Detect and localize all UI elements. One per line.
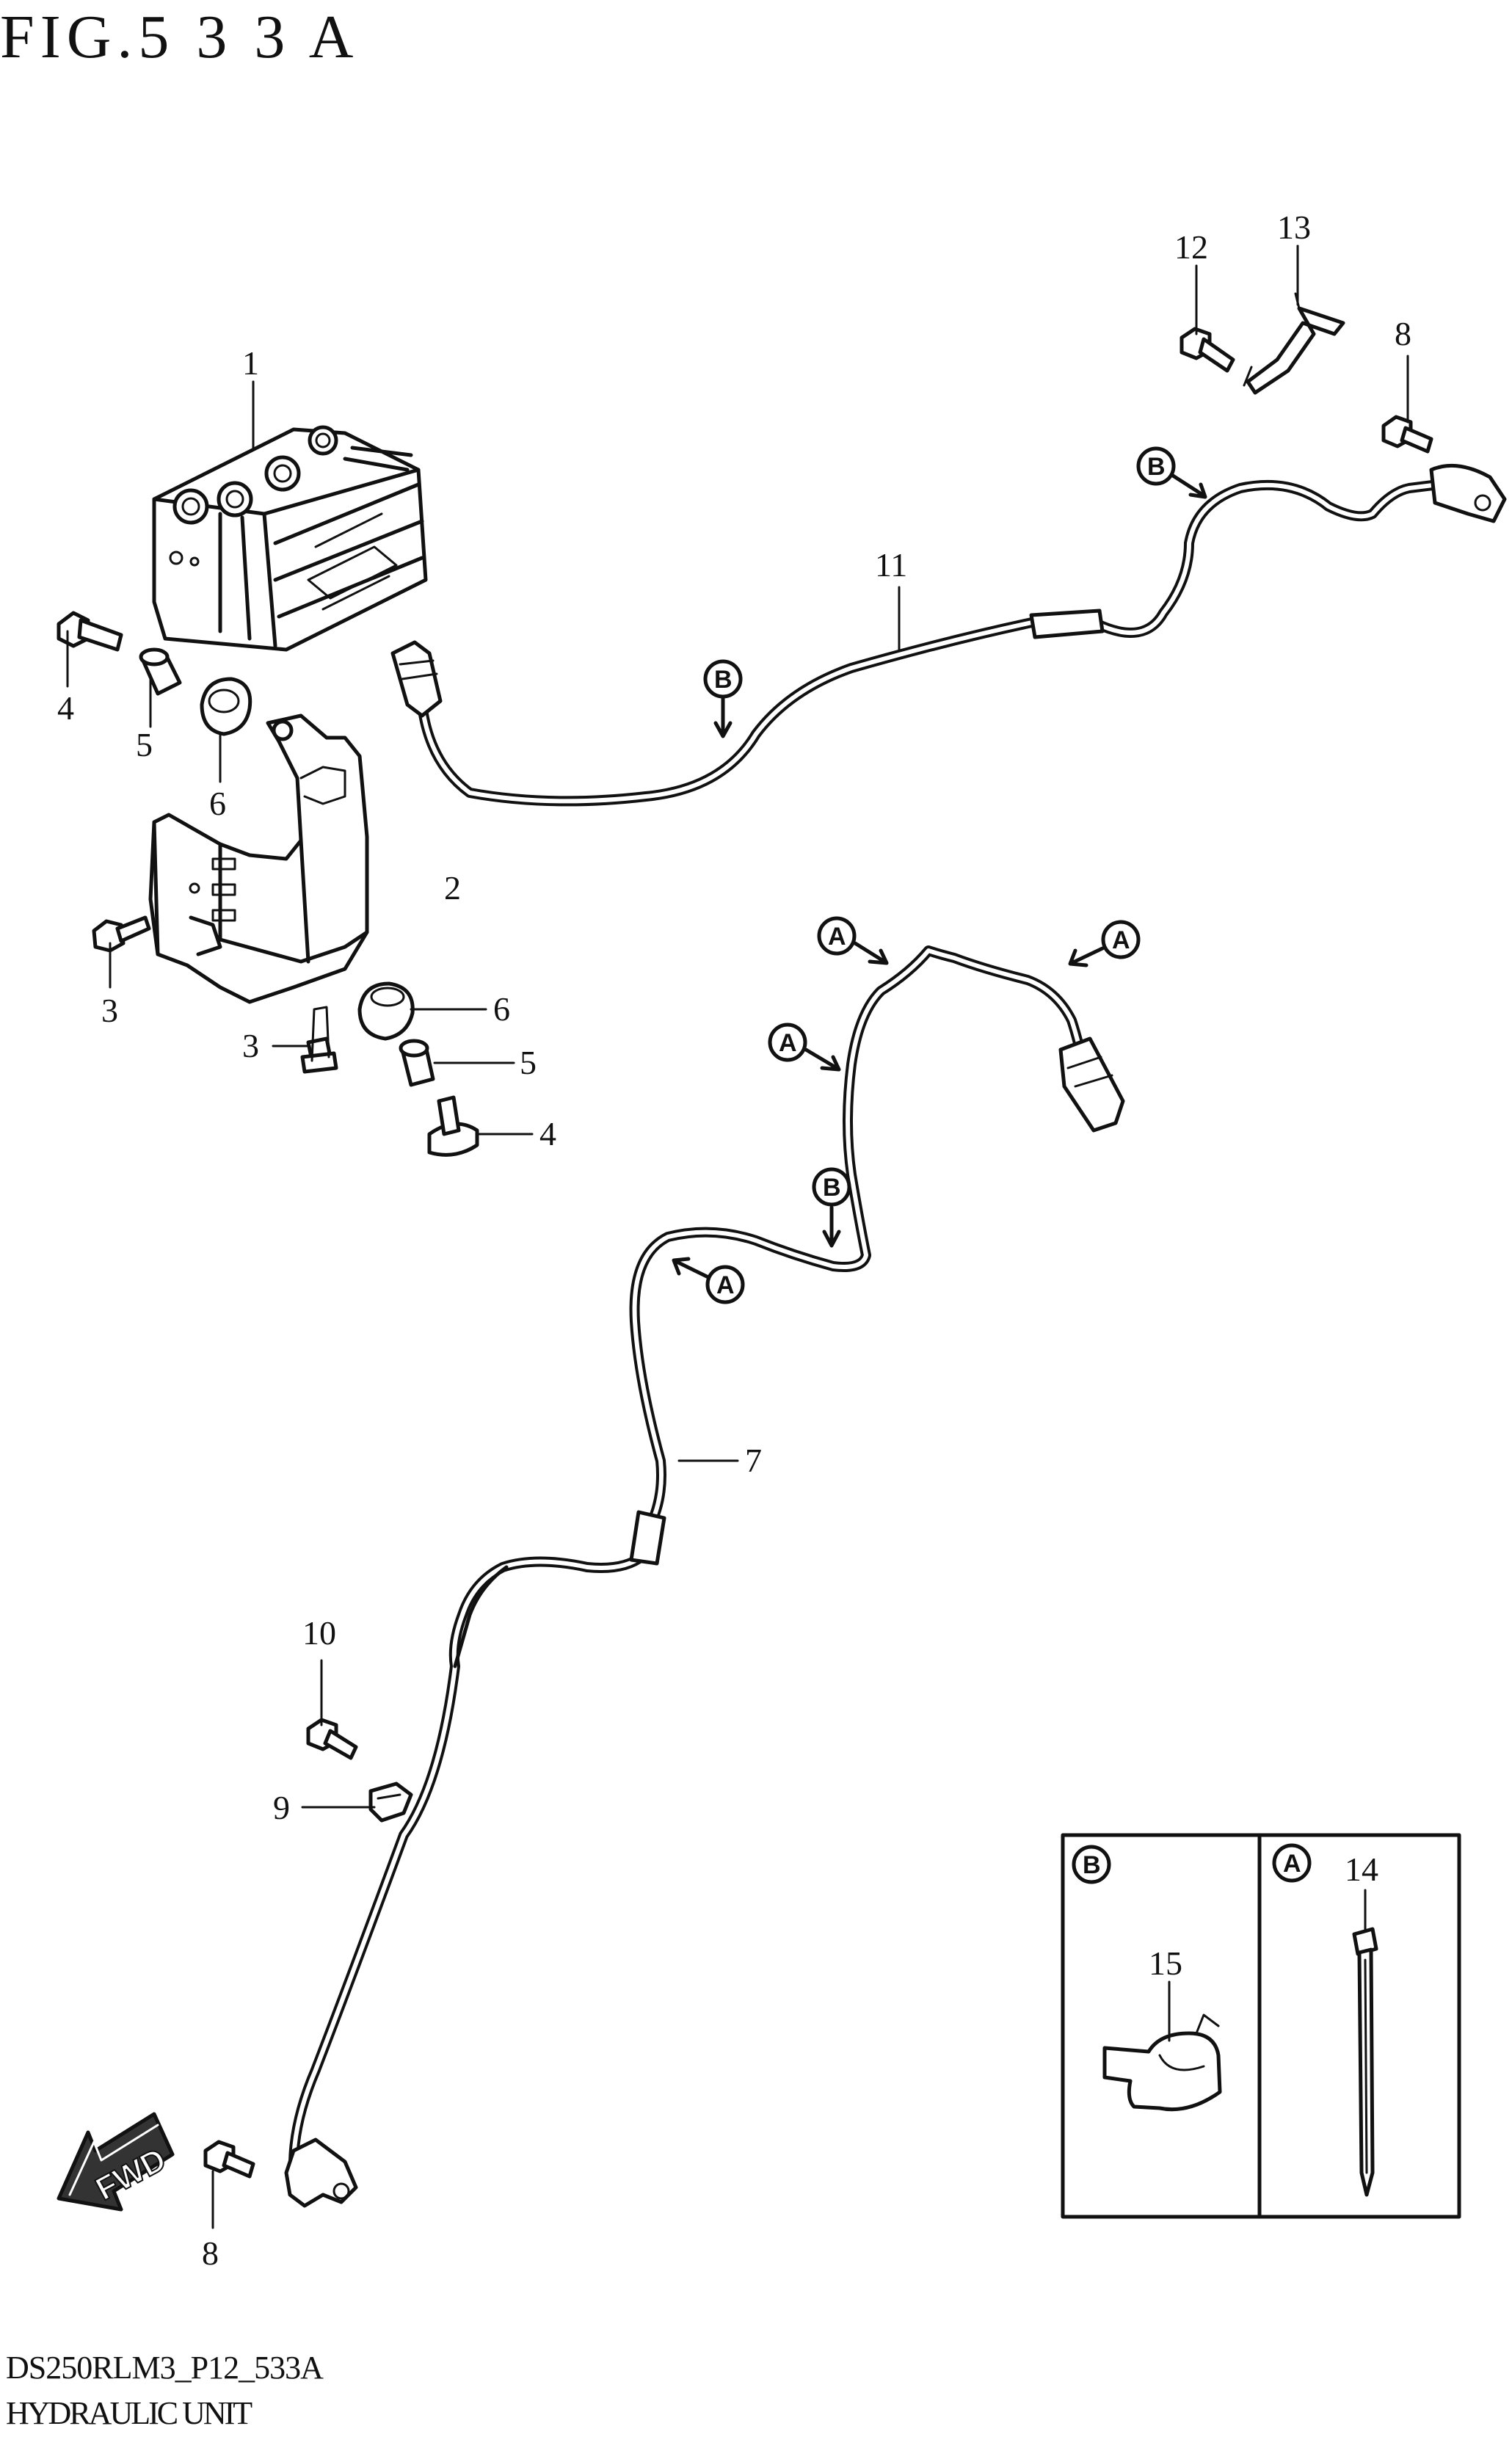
svg-text:A: A (828, 923, 846, 951)
cable-tie-14[interactable] (1352, 1927, 1378, 2197)
bolt-12[interactable] (1180, 327, 1235, 373)
callout-4: 4 (539, 1115, 556, 1152)
svg-text:B: B (1147, 453, 1166, 481)
ref-b-marker: B (703, 659, 743, 738)
figure-title: FIG.5 3 3 A (0, 3, 360, 71)
bracket[interactable] (148, 713, 369, 1004)
callout-6: 6 (209, 785, 226, 822)
callout-7: 7 (745, 1442, 762, 1479)
bolt-8-upper[interactable] (1381, 415, 1433, 454)
ref-b-marker: B (812, 1167, 851, 1248)
ref-markers: B B B A A A A (672, 446, 1312, 1884)
callout-5: 5 (136, 726, 153, 763)
sensor-hose-11[interactable] (390, 463, 1507, 807)
callout-6: 6 (493, 990, 510, 1028)
svg-text:A: A (779, 1029, 797, 1057)
bolt-10[interactable] (306, 1718, 358, 1760)
callout-1: 1 (242, 344, 259, 382)
bolt-3-lower[interactable] (300, 1006, 338, 1074)
callout-8: 8 (1395, 315, 1411, 352)
callout-labels: 1 2 3 3 4 4 5 5 6 6 7 8 8 9 10 11 12 13 … (57, 208, 1411, 2272)
callout-15: 15 (1149, 1944, 1182, 1982)
ref-b-marker: B (1136, 446, 1207, 499)
callout-11: 11 (875, 546, 907, 584)
callout-10: 10 (302, 1614, 336, 1652)
callout-3: 3 (101, 992, 118, 1029)
callout-4: 4 (57, 689, 74, 727)
collar-5-upper[interactable] (139, 647, 182, 696)
inset-ref-b: B (1072, 1845, 1111, 1884)
callout-13: 13 (1277, 208, 1311, 246)
svg-text:B: B (1083, 1851, 1101, 1879)
grommet-6-upper[interactable] (200, 677, 252, 736)
figure-name: HYDRAULIC UNIT (6, 2395, 252, 2431)
inset-ref-a: A (1272, 1843, 1312, 1883)
ref-a-marker: A (672, 1257, 745, 1304)
sensor-hose-7[interactable] (284, 945, 1125, 2208)
ref-a-marker: A (817, 916, 889, 965)
callout-9: 9 (273, 1789, 290, 1826)
callout-12: 12 (1174, 228, 1208, 266)
ref-a-marker: A (768, 1023, 841, 1072)
callout-14: 14 (1345, 1851, 1378, 1888)
callout-8: 8 (202, 2234, 219, 2272)
svg-text:B: B (714, 666, 733, 694)
svg-text:A: A (1283, 1850, 1301, 1878)
bolt-3-left[interactable] (92, 915, 151, 953)
detail-inset (1061, 1833, 1461, 2219)
hydraulic-unit[interactable] (152, 425, 428, 652)
callout-5: 5 (520, 1044, 537, 1081)
bolt-4-lower[interactable] (427, 1095, 479, 1157)
figure-code: DS250RLM3_P12_533A (6, 2350, 324, 2386)
clip-15[interactable] (1102, 2013, 1222, 2112)
svg-text:B: B (823, 1174, 841, 1202)
svg-text:A: A (716, 1271, 735, 1299)
callout-2: 2 (444, 869, 461, 907)
fwd-arrow: FWD (57, 2112, 175, 2212)
clamp-9[interactable] (368, 1782, 413, 1823)
clamp-13[interactable] (1243, 292, 1345, 395)
callout-3: 3 (242, 1027, 259, 1064)
collar-5-lower[interactable] (399, 1039, 435, 1087)
bolt-8-lower[interactable] (203, 2140, 255, 2179)
ref-a-marker: A (1068, 920, 1141, 967)
svg-text:A: A (1112, 926, 1130, 954)
leader-lines (66, 244, 1409, 2229)
bolt-4-upper[interactable] (57, 611, 123, 652)
grommet-6-lower[interactable] (357, 981, 415, 1041)
